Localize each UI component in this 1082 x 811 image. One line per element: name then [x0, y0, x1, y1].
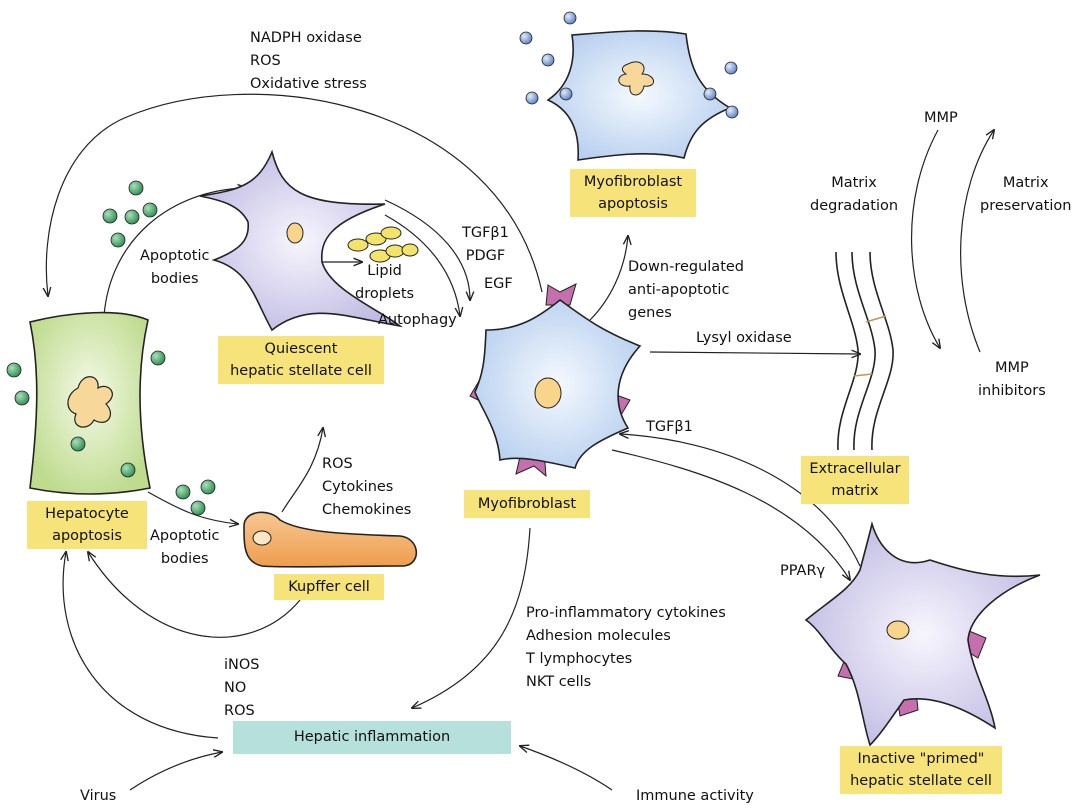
box-inactive-primed-hsc-text: Inactive "primed" hepatic stellate cell: [850, 751, 992, 789]
label-virus: Virus: [80, 788, 117, 804]
arrow-myofib-apoptosis: [589, 236, 628, 321]
label-tgf-pdgf: TGFβ1 PDGF: [462, 225, 509, 264]
label-nadph-oxidase: NADPH oxidase ROS Oxidative stress: [250, 30, 367, 92]
lipid-droplets: [347, 226, 419, 263]
arrow-activation-2: [384, 214, 460, 316]
box-myofibroblast: Myofibroblast: [464, 490, 590, 518]
box-hepatocyte-apoptosis-text: Hepatocyte apoptosis: [45, 506, 129, 544]
box-inactive-primed-hsc: Inactive "primed" hepatic stellate cell: [840, 746, 1002, 794]
label-apoptotic-bodies-bottom: Apoptotic bodies: [150, 528, 220, 567]
label-mmp-inhibitors: MMP inhibitors: [978, 360, 1046, 399]
arrow-matrix-preservation: [960, 130, 994, 353]
arrow-apoptotic-bodies-bottom: [147, 491, 238, 524]
arrow-virus: [129, 752, 222, 791]
arrow-apoptotic-bodies-top: [103, 188, 246, 317]
box-quiescent-hsc-text: Quiescent hepatic stellate cell: [230, 341, 372, 379]
box-hepatic-inflammation-text: Hepatic inflammation: [293, 729, 451, 745]
label-lipid-droplets: Lipid droplets: [355, 263, 415, 302]
label-matrix-degradation: Matrix degradation: [810, 175, 899, 214]
arrow-from-primed: [620, 434, 861, 567]
box-kupffer-cell: Kupffer cell: [274, 574, 384, 600]
label-immune-activity: Immune activity: [636, 788, 754, 804]
box-hepatic-inflammation: Hepatic inflammation: [233, 721, 511, 754]
quiescent-stellate-cell: [199, 149, 403, 332]
blue-apoptotic-bodies: [519, 11, 739, 119]
arrow-lysyl-oxidase: [649, 352, 860, 354]
label-down-regulated: Down-regulated anti-apoptotic genes: [628, 259, 744, 321]
kupffer-cell-shape: [243, 511, 418, 568]
green-apoptotic-bodies: [6, 180, 216, 516]
box-myofibroblast-text: Myofibroblast: [477, 496, 577, 512]
arrows: [46, 93, 994, 791]
arrow-myofib-to-inflammation: [412, 527, 531, 708]
box-kupffer-cell-text: Kupffer cell: [288, 579, 370, 595]
myofibroblast-cell: [469, 283, 642, 478]
myofibroblast-apoptosis-cell: [546, 30, 732, 161]
arrow-kupffer-to-hepatocyte: [88, 552, 301, 638]
label-matrix-preservation: Matrix preservation: [980, 175, 1072, 214]
label-pro-inflammatory: Pro-inflammatory cytokines Adhesion mole…: [526, 605, 726, 690]
label-ros-cytokines: ROS Cytokines Chemokines: [322, 456, 412, 518]
label-lysyl-oxidase: Lysyl oxidase: [696, 330, 792, 346]
arrow-to-primed: [611, 449, 850, 580]
arrow-activation-1: [384, 199, 470, 300]
label-inos: iNOS NO ROS: [224, 657, 260, 719]
label-apoptotic-bodies-top: Apoptotic bodies: [140, 248, 210, 287]
matrix-fibers: [835, 251, 894, 451]
arrow-oxidative-stress: [46, 93, 543, 296]
label-ppar: PPARγ: [780, 563, 826, 579]
primed-stellate-cell: [804, 521, 1041, 747]
hepatocyte-cell: [29, 311, 151, 495]
box-myofibroblast-apoptosis: Myofibroblast apoptosis: [570, 169, 696, 217]
label-egf: EGF: [484, 276, 513, 292]
arrow-matrix-degradation: [911, 129, 940, 348]
box-extracellular-matrix: Extracellular matrix: [801, 456, 909, 504]
arrow-inflammation-to-hepatocyte: [63, 552, 219, 739]
arrow-kupffer-signals: [281, 428, 323, 513]
label-tgfb1-right: TGFβ1: [646, 419, 693, 435]
box-myofibroblast-apoptosis-text: Myofibroblast apoptosis: [583, 174, 683, 212]
label-autophagy: Autophagy: [378, 312, 457, 328]
label-mmp-top: MMP: [924, 110, 958, 126]
box-hepatocyte-apoptosis: Hepatocyte apoptosis: [27, 501, 147, 549]
box-quiescent-hsc: Quiescent hepatic stellate cell: [218, 336, 384, 384]
arrow-immune-activity: [520, 746, 613, 791]
box-extracellular-matrix-text: Extracellular matrix: [809, 461, 901, 499]
